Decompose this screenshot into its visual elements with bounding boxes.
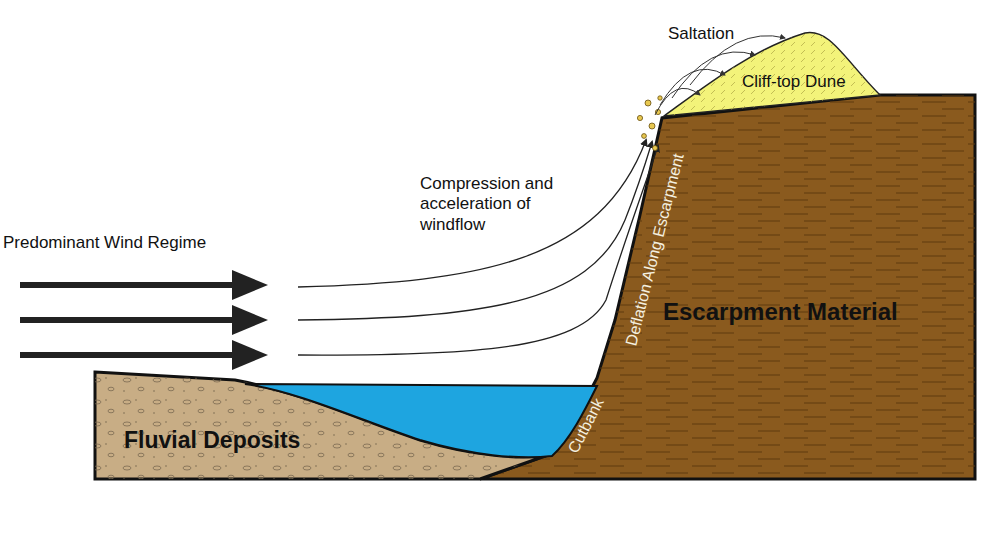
windflow-lines	[298, 140, 658, 355]
wind-arrows	[20, 270, 268, 370]
deposit-label: Fluvial Deposits	[124, 427, 300, 455]
wind-label: Predominant Wind Regime	[3, 233, 206, 253]
flow-label: Compression and acceleration of windflow	[420, 174, 595, 235]
process-label: Saltation	[668, 24, 734, 44]
cliff-top-dune	[664, 32, 880, 116]
material-label: Escarpment Material	[663, 298, 898, 327]
dune-label: Cliff-top Dune	[742, 72, 846, 92]
sand-particles	[637, 96, 662, 151]
